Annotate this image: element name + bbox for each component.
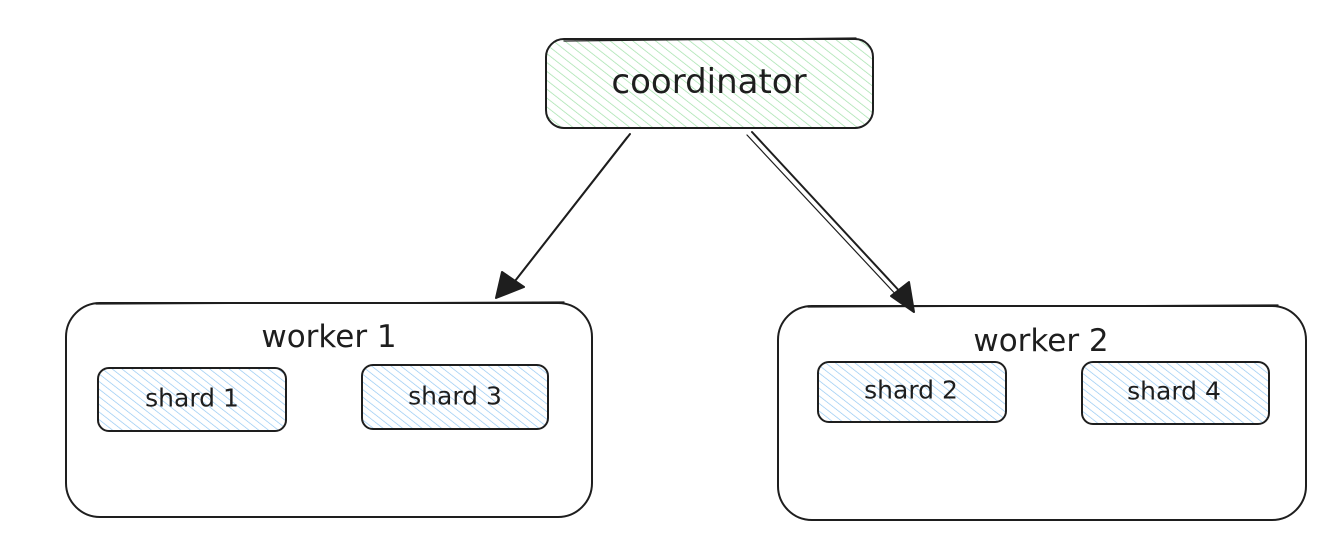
arrow-coordinator-to-worker-1	[495, 133, 631, 299]
shard-border	[1081, 361, 1270, 425]
shard-border	[97, 367, 287, 432]
shard-label: shard 3	[408, 382, 502, 411]
shard-fill	[98, 368, 286, 431]
shard-node[interactable]: shard 1	[97, 367, 287, 432]
shard-label: shard 1	[145, 384, 239, 413]
shard-label: shard 4	[1127, 377, 1221, 406]
shard-label: shard 2	[864, 376, 958, 405]
shard-fill	[818, 362, 1006, 422]
coordinator-node[interactable]: coordinator	[545, 37, 874, 129]
coordinator-fill	[546, 39, 873, 128]
worker-1-label: worker 1	[261, 319, 396, 355]
shard-node[interactable]: shard 2	[817, 361, 1007, 423]
arrowhead	[890, 281, 915, 313]
shard-border	[361, 364, 549, 430]
worker-node-1[interactable]: worker 1 shard 1 shard 3	[65, 301, 593, 518]
arrow-coordinator-to-worker-2	[746, 131, 915, 313]
shard-fill	[362, 365, 548, 429]
shard-fill	[1082, 362, 1269, 424]
shard-border	[817, 361, 1007, 423]
arrowhead	[495, 271, 525, 299]
worker-2-label: worker 2	[973, 323, 1108, 359]
coordinator-label: coordinator	[611, 62, 806, 102]
worker-node-2[interactable]: worker 2 shard 2 shard 4	[777, 304, 1307, 521]
shard-node[interactable]: shard 3	[361, 364, 549, 430]
shard-node[interactable]: shard 4	[1081, 361, 1270, 425]
